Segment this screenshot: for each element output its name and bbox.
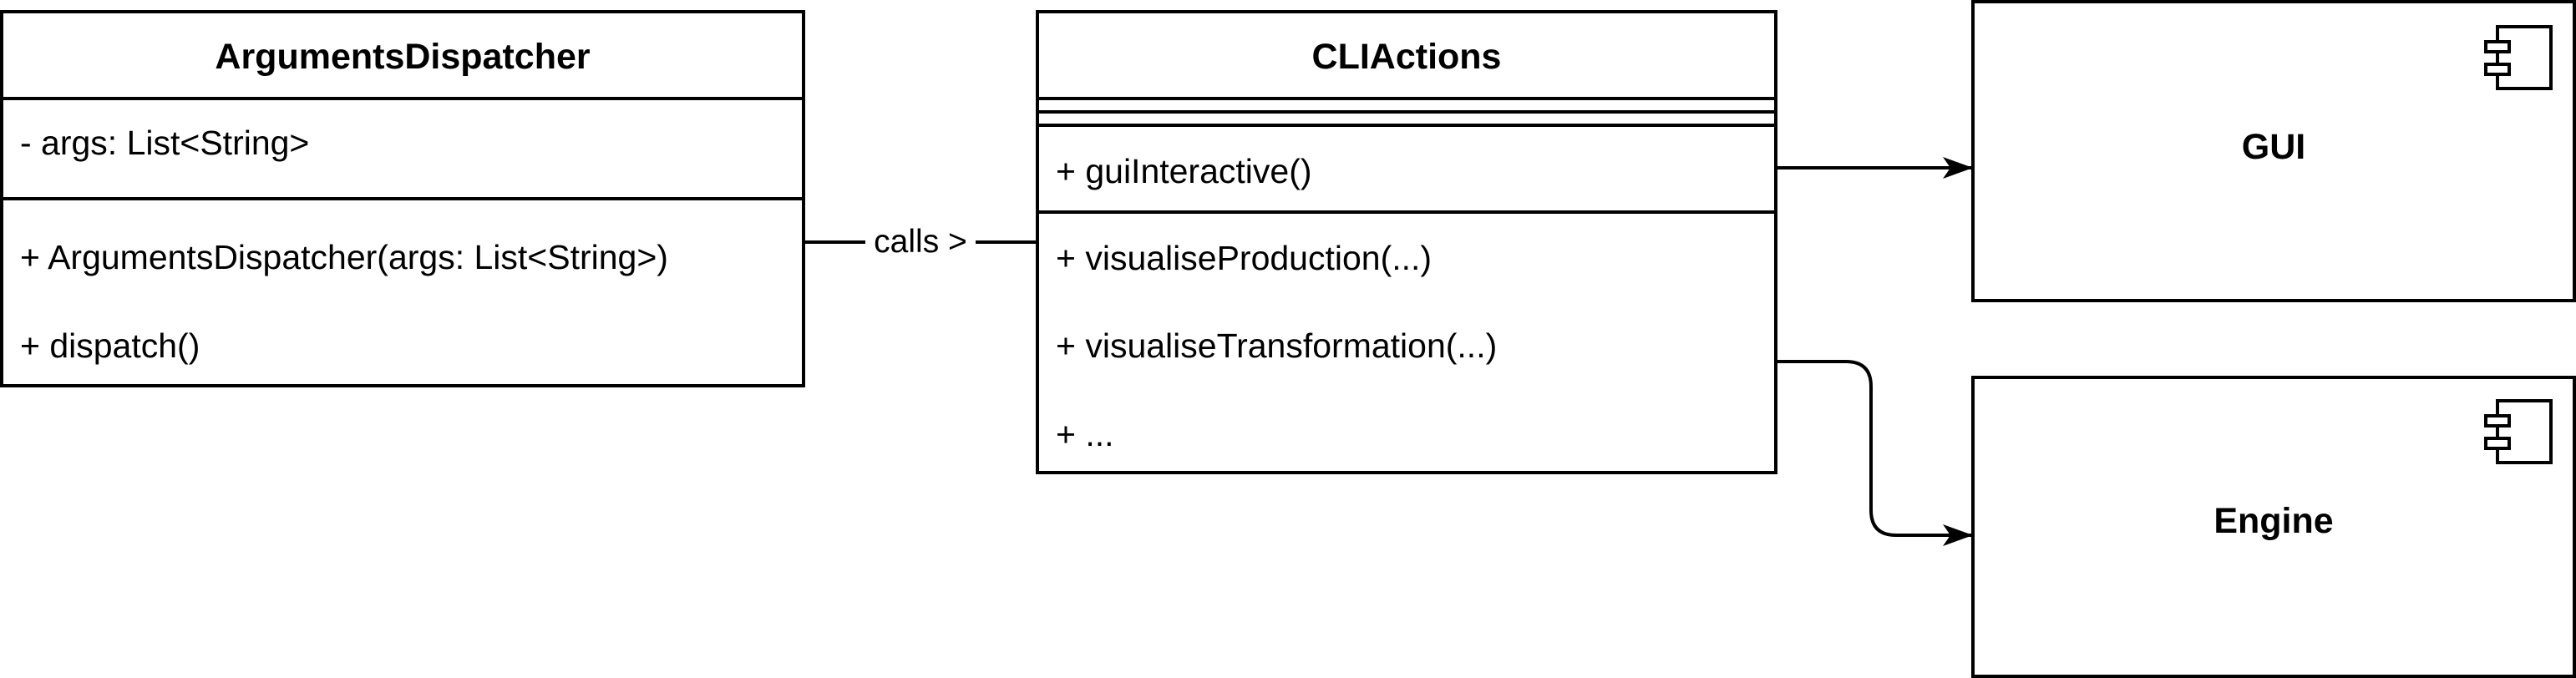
cli-actions-box (1036, 10, 1777, 474)
gui-component-icon (2484, 25, 2553, 90)
arguments-dispatcher-title: ArgumentsDispatcher (215, 37, 590, 77)
gui-component-title: GUI (2242, 127, 2305, 167)
calls-relation-label: calls > (874, 224, 967, 260)
calls-relation[interactable]: calls > (804, 224, 1037, 260)
cli-actions-operation-visualise-transformation: + visualiseTransformation(...) (1056, 326, 1497, 365)
engine-component[interactable]: Engine (1971, 376, 2576, 678)
engine-component-title: Engine (2213, 501, 2333, 541)
cli-actions-operation-more: + ... (1056, 415, 1114, 453)
cli-actions-title: CLIActions (1312, 37, 1502, 77)
arguments-dispatcher-constructor: + ArgumentsDispatcher(args: List<String>… (20, 238, 668, 276)
arguments-dispatcher-attribute-args: - args: List<String> (20, 124, 309, 162)
cli-actions-operation-visualise-production: + visualiseProduction(...) (1056, 239, 1432, 277)
engine-component-box (1971, 376, 2576, 678)
engine-component-icon (2484, 399, 2553, 464)
gui-component-box (1971, 0, 2576, 302)
arguments-dispatcher-operation-dispatch: + dispatch() (20, 326, 200, 365)
gui-component[interactable]: GUI (1971, 0, 2576, 302)
cli-actions-operation-gui-interactive: + guiInteractive() (1056, 152, 1312, 190)
cli-actions-class[interactable]: CLIActions + guiInteractive() + visualis… (1036, 10, 1777, 474)
arguments-dispatcher-class[interactable]: ArgumentsDispatcher - args: List<String>… (0, 10, 805, 387)
cli-actions-to-engine-arrow[interactable] (1776, 360, 1973, 546)
